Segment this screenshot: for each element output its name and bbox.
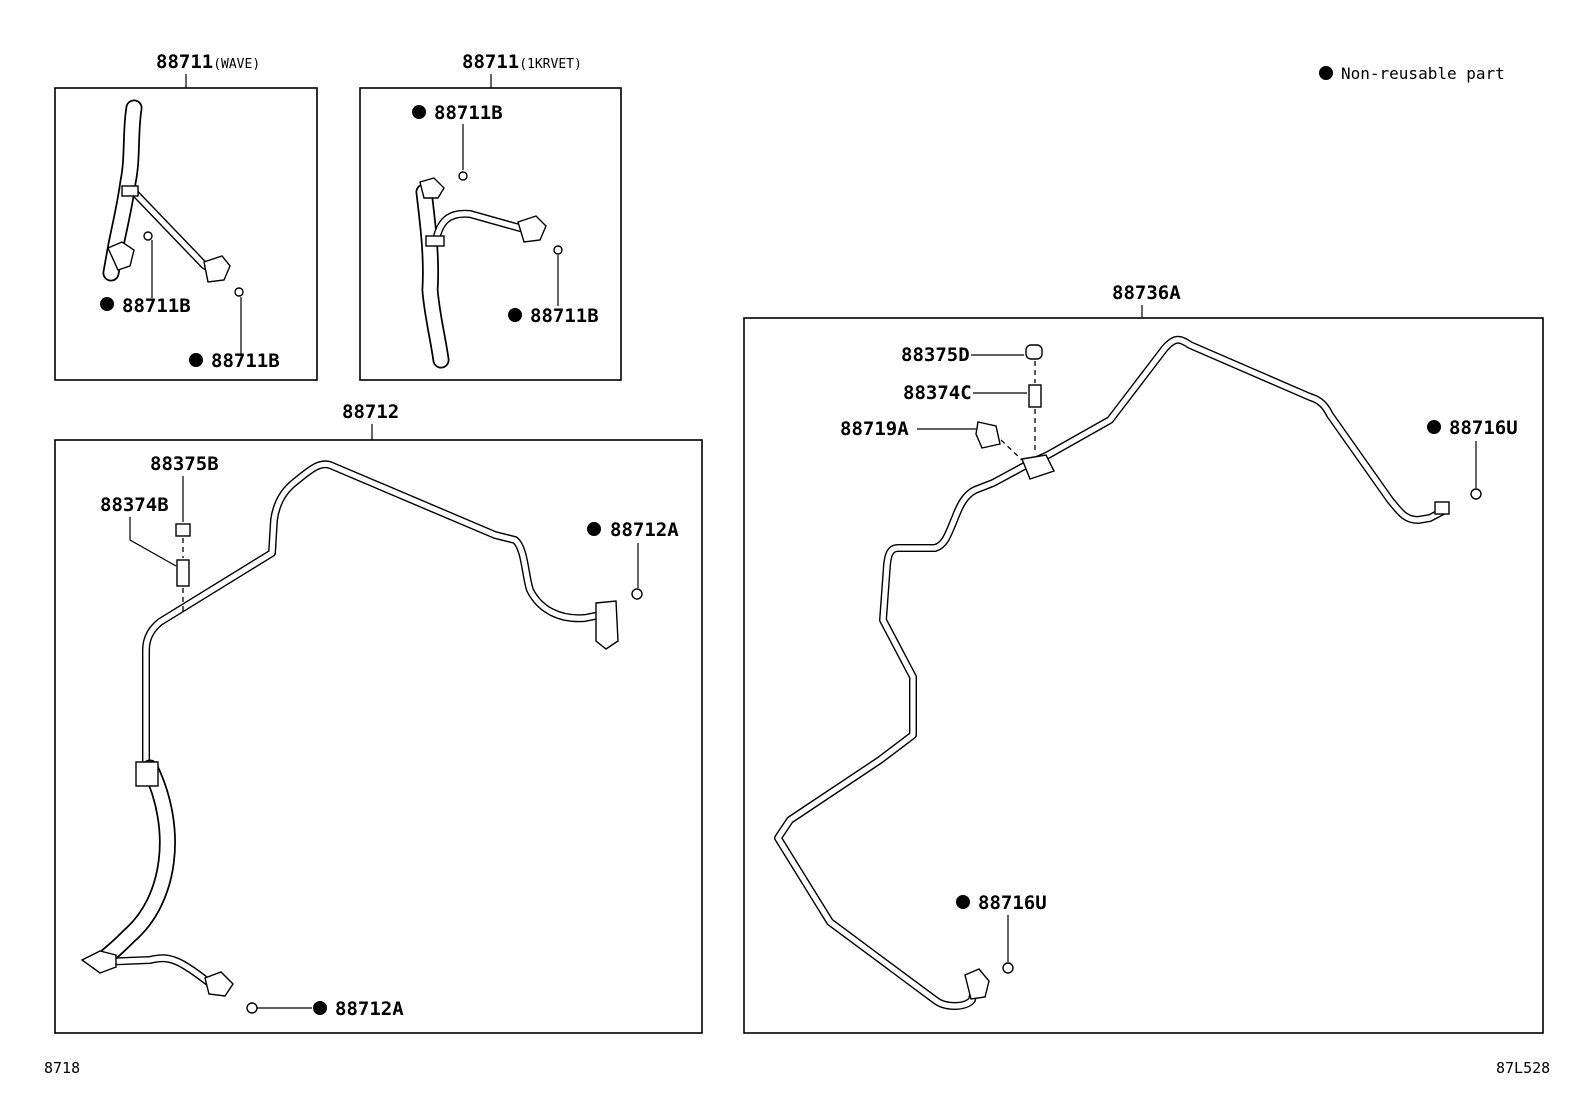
hose-assembly-illustration: [415, 171, 563, 369]
part-label-88719A: 88719A: [840, 418, 909, 440]
group-frame: [54, 439, 703, 1034]
group-88712: 88712 88375B 88374B 88712A: [54, 401, 703, 1034]
legend: Non-reusable part: [1319, 64, 1505, 83]
group-title: 88736A: [1112, 282, 1181, 304]
hose-assembly-illustration: [102, 99, 244, 297]
group-frame: [743, 317, 1544, 1034]
part-label-88374C: 88374C: [903, 382, 972, 404]
group-title: 88711(WAVE): [156, 51, 260, 73]
discharge-pipe-illustration: [80, 460, 643, 1014]
legend-text: Non-reusable part: [1341, 64, 1505, 83]
group-title: 88711(1KRVET): [462, 51, 582, 73]
part-label-88712A: 88712A: [335, 998, 404, 1020]
footer-right-code: 87L528: [1496, 1059, 1550, 1077]
service-cap-icon: [175, 523, 191, 537]
group-88711-wave: 88711(WAVE) 88711B 88711B: [54, 51, 318, 381]
service-cap-icon: [1025, 344, 1043, 360]
pressure-sensor-icon: [975, 421, 1001, 449]
part-label-88711B: 88711B: [122, 295, 191, 317]
black-dot-icon: [1319, 66, 1333, 80]
service-valve-icon: [1028, 384, 1042, 408]
part-label-88711B: 88711B: [434, 102, 503, 124]
liquid-pipe-illustration: [774, 335, 1482, 1010]
group-88736A: 88736A 88375D 88374C 88719A 88716U: [743, 282, 1544, 1034]
part-label-88716U: 88716U: [978, 892, 1047, 914]
group-88711-1krvet: 88711(1KRVET) 88711B 88711B: [359, 51, 622, 381]
part-label-88711B: 88711B: [211, 350, 280, 372]
group-frame: [54, 87, 318, 381]
part-label-88711B: 88711B: [530, 305, 599, 327]
group-frame: [359, 87, 622, 381]
part-label-88374B: 88374B: [100, 494, 169, 516]
footer-left-code: 8718: [44, 1059, 80, 1077]
part-label-88716U: 88716U: [1449, 417, 1518, 439]
part-label-88375D: 88375D: [901, 344, 970, 366]
group-title: 88712: [342, 401, 399, 423]
part-label-88712A: 88712A: [610, 519, 679, 541]
service-valve-icon: [176, 559, 190, 587]
part-label-88375B: 88375B: [150, 453, 219, 475]
